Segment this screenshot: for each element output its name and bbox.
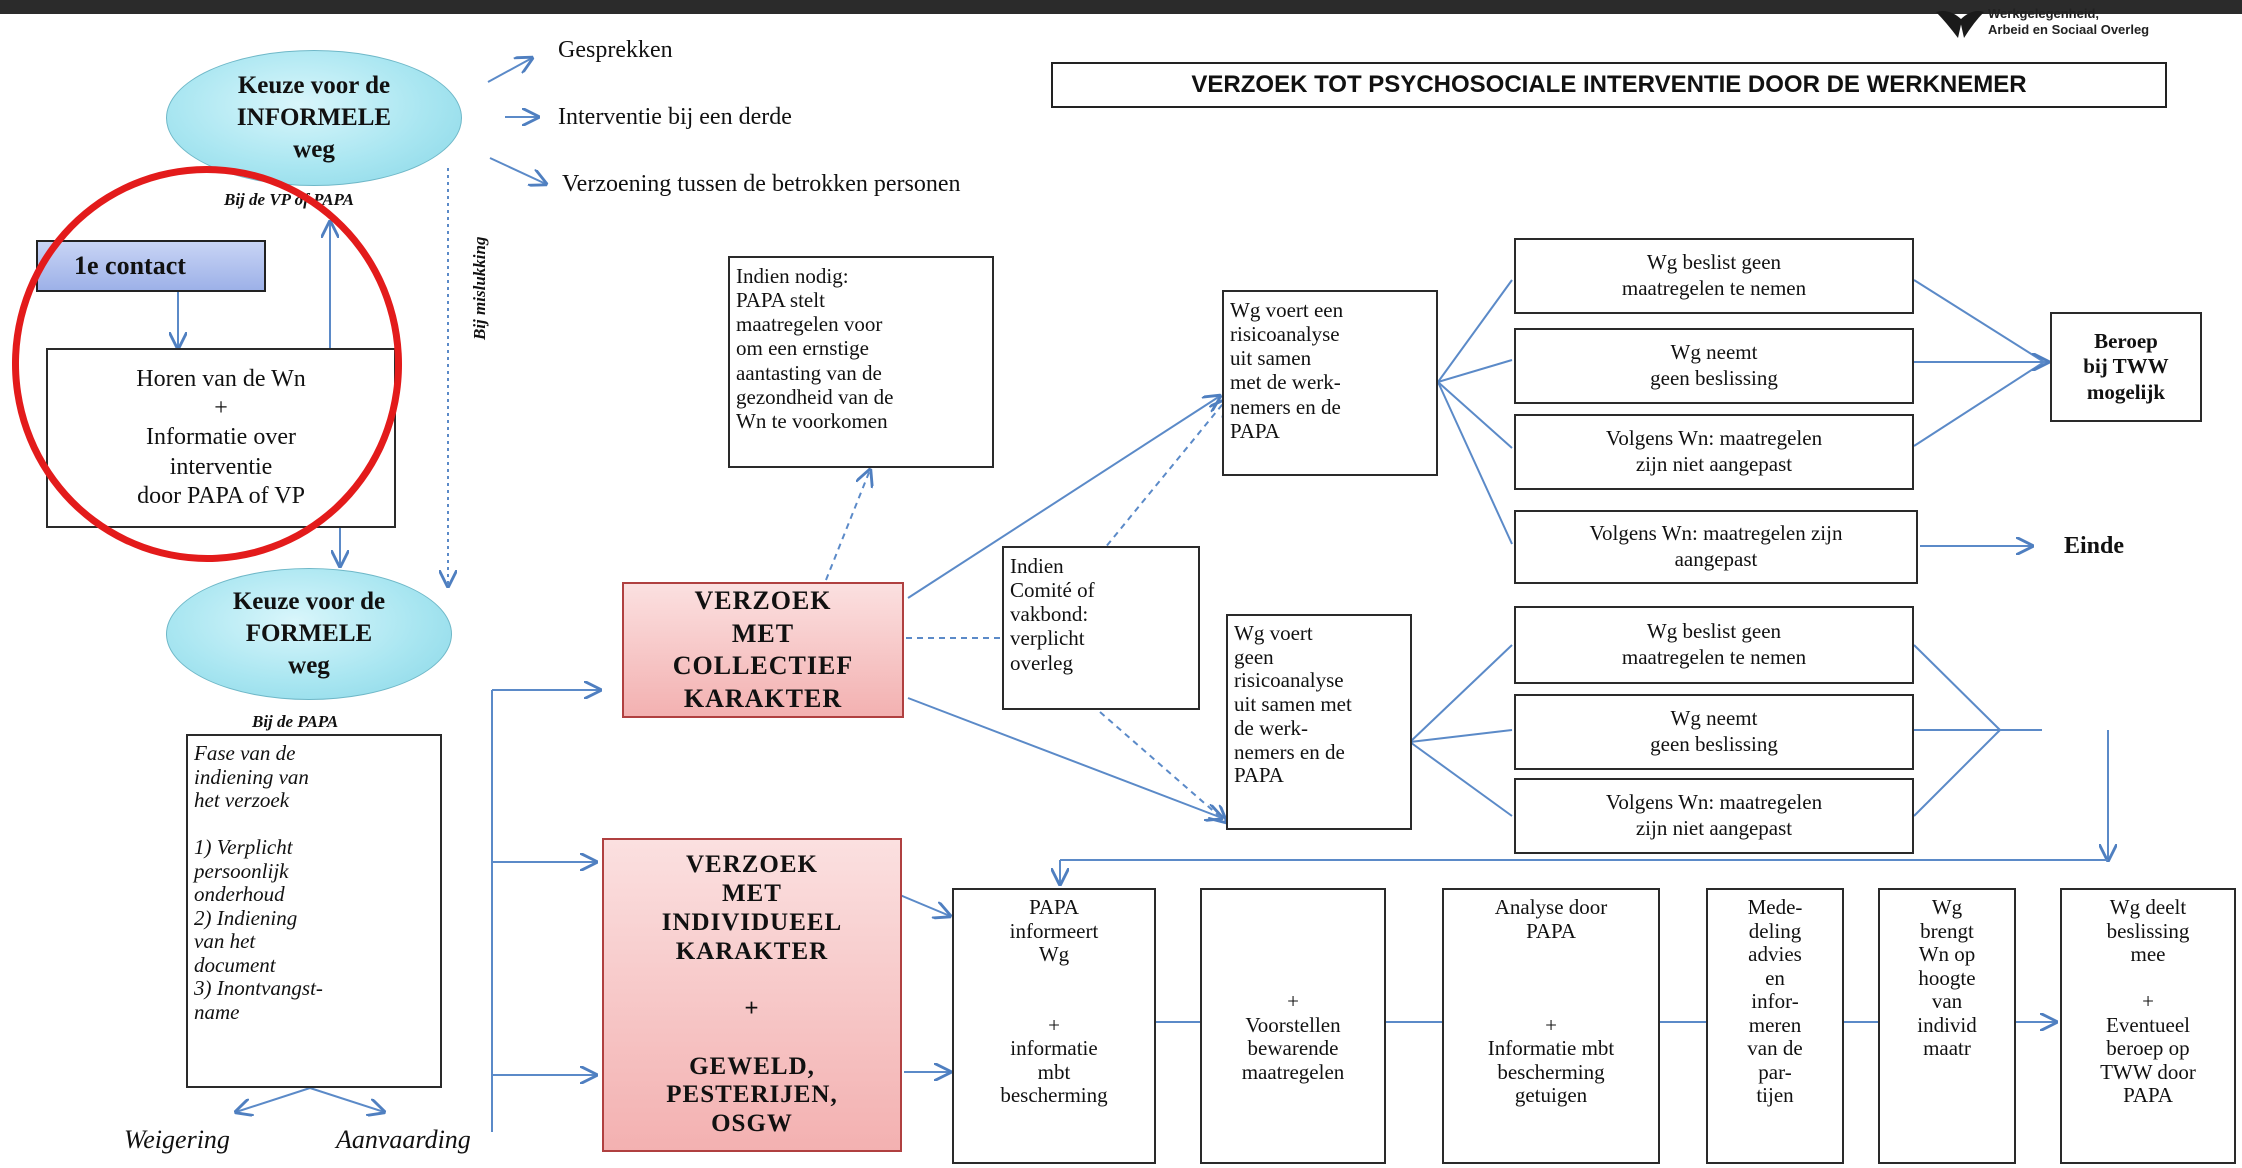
- formal-caption: Bij de PAPA: [252, 712, 339, 731]
- with-risk-analysis-box: Wg voert een risicoanalyse uit samen met…: [1222, 290, 1438, 476]
- informal-caption: Bij de VP of PAPA: [224, 190, 355, 209]
- step-communication: Mede- deling advies en infor- meren van …: [1706, 888, 1844, 1164]
- first-contact-box: 1e contact: [36, 240, 266, 292]
- outcome-no-decision-b: Wg neemt geen beslissing: [1514, 694, 1914, 770]
- outcome-no-measures-b: Wg beslist geen maatregelen te nemen: [1514, 606, 1914, 684]
- step-papa-informs: PAPA informeert Wg + informatie mbt besc…: [952, 888, 1156, 1164]
- step-employer-informs: Wg brengt Wn op hoogte van individ maatr: [1878, 888, 2016, 1164]
- failure-label: Bij mislukking: [470, 236, 489, 340]
- logo-text: Werkgelegenheid, Arbeid en Sociaal Overl…: [1988, 6, 2150, 38]
- end-label: Einde: [2064, 533, 2125, 559]
- outcome-adapted: Volgens Wn: maatregelen zijn aangepast: [1514, 510, 1918, 584]
- ministry-logo-icon: [1936, 11, 1984, 38]
- diagram-title: VERZOEK TOT PSYCHOSOCIALE INTERVENTIE DO…: [1051, 62, 2167, 108]
- outcome-not-adapted-b: Volgens Wn: maatregelen zijn niet aangep…: [1514, 778, 1914, 854]
- hearing-box: Horen van de Wn + Informatie over interv…: [46, 348, 396, 528]
- appeal-box: Beroep bij TWW mogelijk: [2050, 312, 2202, 422]
- reject-label: Weigering: [124, 1125, 230, 1154]
- formal-route-ellipse: Keuze voor de FORMELE weg: [166, 568, 452, 700]
- individual-request-box: VERZOEK MET INDIVIDUEEL KARAKTER + GEWEL…: [602, 838, 902, 1152]
- option-verzoening: Verzoening tussen de betrokken personen: [562, 171, 961, 197]
- collective-request-box: VERZOEK MET COLLECTIEF KARAKTER: [622, 582, 904, 718]
- option-gesprekken: Gesprekken: [558, 37, 673, 63]
- step-protective-measures: + Voorstellen bewarende maatregelen: [1200, 888, 1386, 1164]
- without-risk-analysis-box: Wg voert geen risicoanalyse uit samen me…: [1226, 614, 1412, 830]
- papa-measures-note: Indien nodig: PAPA stelt maatregelen voo…: [728, 256, 994, 468]
- step-papa-analysis: Analyse door PAPA + Informatie mbt besch…: [1442, 888, 1660, 1164]
- outcome-no-measures-a: Wg beslist geen maatregelen te nemen: [1514, 238, 1914, 314]
- accept-label: Aanvaarding: [336, 1125, 471, 1154]
- outcome-not-adapted-a: Volgens Wn: maatregelen zijn niet aangep…: [1514, 414, 1914, 490]
- step-decision-shared: Wg deelt beslissing mee + Eventueel bero…: [2060, 888, 2236, 1164]
- submission-phase-box: Fase van de indiening van het verzoek 1)…: [186, 734, 442, 1088]
- option-interventie: Interventie bij een derde: [558, 104, 792, 130]
- outcome-no-decision-a: Wg neemt geen beslissing: [1514, 328, 1914, 404]
- top-bar: [0, 0, 2242, 14]
- informal-route-ellipse: Keuze voor de INFORMELE weg: [166, 50, 462, 186]
- committee-note: Indien Comité of vakbond: verplicht over…: [1002, 546, 1200, 710]
